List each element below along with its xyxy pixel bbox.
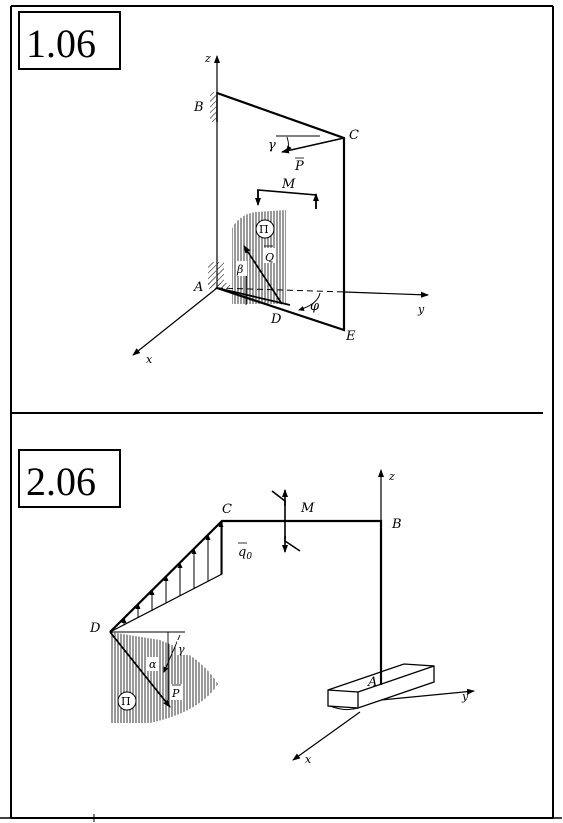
point-c-label: C — [349, 128, 359, 143]
frame-b-c-e-d — [216, 91, 346, 332]
force-p-arrow — [281, 137, 345, 154]
x-axis — [132, 287, 218, 356]
plane-pi-circle — [255, 219, 275, 239]
point-d-label: D — [270, 312, 282, 327]
force-q-label: Q — [265, 251, 274, 264]
alpha-label: α — [149, 658, 157, 671]
phi-arc — [298, 292, 321, 311]
phi-label: φ — [310, 299, 320, 314]
gamma-arc — [286, 136, 292, 152]
force-p-label: P — [171, 687, 180, 700]
y-label: y — [461, 690, 469, 703]
problem-2-06-diagram: 2.06 z y x A C B D — [18, 449, 475, 766]
gamma-label: γ — [268, 138, 276, 153]
moment-m-label: M — [281, 177, 296, 192]
support-a-plate — [327, 663, 435, 711]
force-p-label: P — [294, 159, 304, 174]
y-label: y — [417, 303, 425, 316]
point-d-label: D — [89, 621, 101, 636]
point-a-label: A — [367, 675, 377, 690]
problem-title: 2.06 — [26, 459, 96, 504]
gamma-label: γ — [178, 643, 185, 656]
y-axis — [344, 291, 429, 298]
point-a-label: A — [193, 280, 203, 295]
point-e-label: E — [345, 329, 356, 344]
y-axis — [380, 688, 475, 701]
x-label: x — [146, 353, 153, 366]
support-b — [210, 92, 218, 122]
outer-frame — [0, 5, 562, 822]
moment-m-label: M — [300, 501, 315, 516]
load-q0-label: q0 — [238, 545, 252, 562]
z-label: z — [388, 470, 395, 483]
plane-pi-circle — [117, 691, 137, 711]
z-label: z — [204, 52, 211, 65]
support-a — [208, 262, 230, 289]
point-b-label: B — [193, 100, 204, 115]
moment-m-symbol — [271, 490, 301, 552]
x-axis — [292, 711, 361, 761]
beta-label: β — [236, 263, 243, 276]
bar-a-d — [216, 287, 291, 306]
plane-pi-label: Π — [259, 223, 269, 236]
point-c-label: C — [222, 502, 232, 517]
problem-title-box — [18, 449, 121, 508]
plane-pi-label: Π — [121, 695, 131, 708]
moment-m-symbol — [257, 189, 317, 209]
problem-title: 1.06 — [26, 21, 96, 66]
force-q-arrow — [243, 245, 283, 305]
x-label: x — [305, 753, 312, 766]
distributed-load — [109, 519, 224, 633]
force-p-arrow — [109, 631, 171, 708]
point-b-label: B — [391, 517, 402, 532]
problem-1-06-diagram: 1.06 z y x B A C E D γ — [18, 11, 429, 366]
problem-title-box — [18, 11, 121, 70]
plane-pi-hatch — [110, 632, 218, 723]
